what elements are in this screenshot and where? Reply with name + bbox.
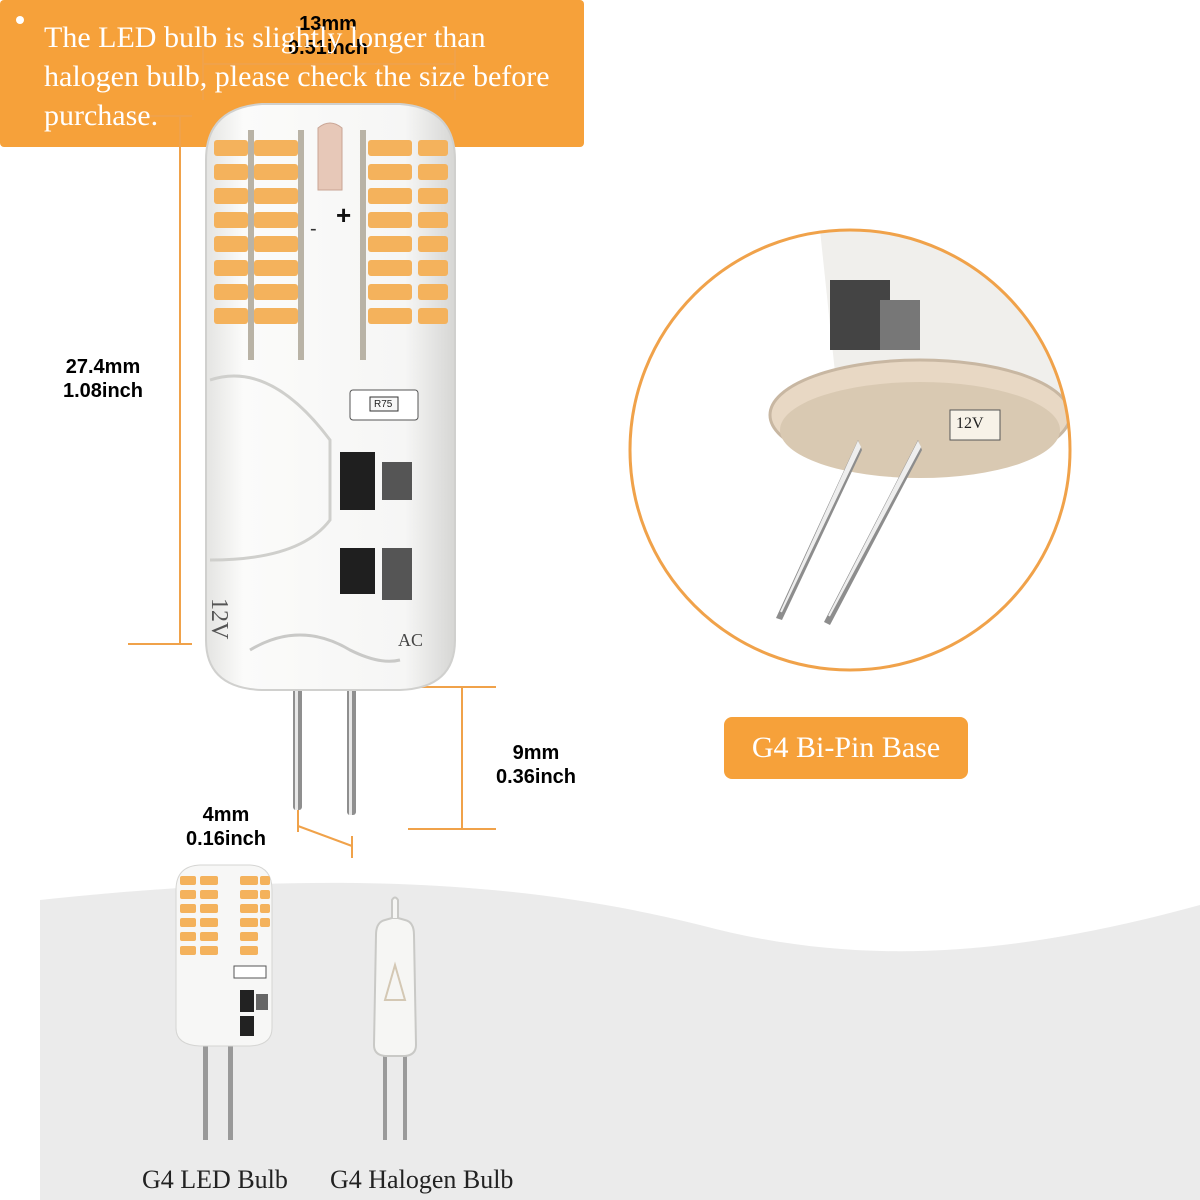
bulb-current-marking: AC bbox=[398, 630, 424, 650]
height-mm: 27.4mm bbox=[65, 356, 141, 378]
bulb-minus-marking: - bbox=[310, 218, 317, 240]
size-note-box: The LED bulb is slightly longer than hal… bbox=[0, 0, 584, 147]
width-dimension-label: 13mm 0.51inch bbox=[268, 12, 388, 60]
bipin-base-label: G4 Bi-Pin Base bbox=[724, 717, 968, 779]
height-inch: 1.08inch bbox=[62, 380, 144, 402]
width-inch: 0.51inch bbox=[287, 37, 369, 59]
led-bulb-caption: G4 LED Bulb bbox=[142, 1165, 288, 1194]
height-dimension-label: 27.4mm 1.08inch bbox=[40, 355, 166, 403]
halogen-bulb-caption: G4 Halogen Bulb bbox=[330, 1165, 514, 1194]
pin-length-inch: 0.36inch bbox=[495, 766, 577, 788]
pin-spacing-inch: 0.16inch bbox=[185, 828, 267, 850]
note-dot-icon bbox=[16, 16, 24, 24]
bulb-resistor-marking: R75 bbox=[374, 399, 393, 410]
size-note-text: The LED bulb is slightly longer than hal… bbox=[44, 21, 550, 132]
pin-length-mm: 9mm bbox=[512, 742, 560, 764]
pin-length-dimension-label: 9mm 0.36inch bbox=[476, 741, 596, 789]
width-mm: 13mm bbox=[299, 13, 357, 35]
pin-spacing-dimension-label: 4mm 0.16inch bbox=[166, 803, 286, 851]
detail-voltage-marking: 12V bbox=[956, 415, 984, 432]
pin-spacing-mm: 4mm bbox=[202, 804, 250, 826]
bulb-plus-marking: + bbox=[336, 200, 352, 230]
